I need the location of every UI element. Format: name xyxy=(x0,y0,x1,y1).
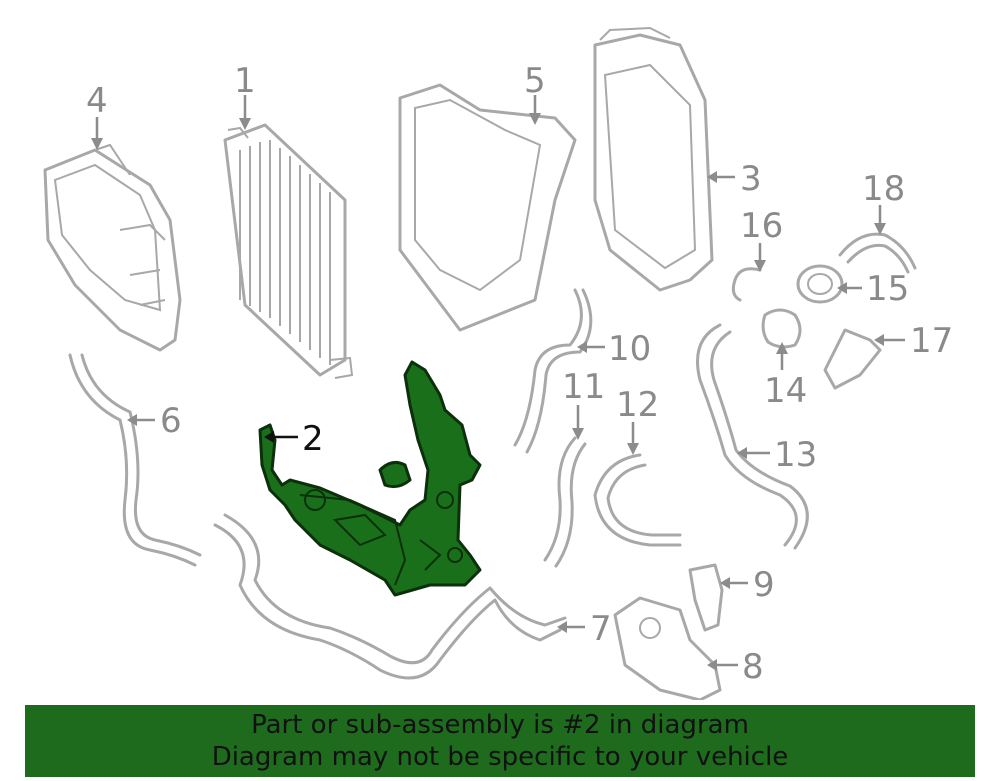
part-2-bracket-highlighted xyxy=(258,360,482,597)
part-16-clip xyxy=(731,267,762,302)
callout-8: 8 xyxy=(742,647,764,687)
banner-line-2: Diagram may not be specific to your vehi… xyxy=(211,742,789,772)
part-5-shroud xyxy=(398,83,577,332)
part-10-hose xyxy=(513,288,593,454)
info-banner: Part or sub-assembly is #2 in diagram Di… xyxy=(25,705,975,777)
part-8-valve xyxy=(613,596,722,700)
part-7-hose-assembly xyxy=(213,513,567,680)
part-9-bracket xyxy=(688,563,724,632)
callout-3: 3 xyxy=(740,159,762,199)
callout-2: 2 xyxy=(302,419,324,459)
callout-7: 7 xyxy=(590,609,612,649)
callout-leaders xyxy=(91,95,905,671)
callout-16: 16 xyxy=(740,206,783,246)
part-1-radiator xyxy=(223,123,354,379)
part-3-condenser xyxy=(593,26,714,292)
callout-10: 10 xyxy=(608,329,651,369)
callout-15: 15 xyxy=(866,269,909,309)
part-14-pump xyxy=(761,308,802,349)
callout-6: 6 xyxy=(160,401,182,441)
callout-1: 1 xyxy=(234,61,256,101)
part-13-hose xyxy=(696,323,809,550)
part-4-air-duct xyxy=(43,143,182,352)
callout-4: 4 xyxy=(86,81,108,121)
callout-18: 18 xyxy=(862,169,905,209)
part-18-hose xyxy=(838,232,917,274)
callout-9: 9 xyxy=(753,565,775,605)
callout-13: 13 xyxy=(774,435,817,475)
callout-5: 5 xyxy=(524,61,546,101)
callout-11: 11 xyxy=(562,367,605,407)
parts-diagram: 1 2 3 4 5 6 7 8 9 10 11 12 13 14 15 16 1… xyxy=(43,26,953,700)
part-12-hose xyxy=(593,453,682,547)
callout-17: 17 xyxy=(910,321,953,361)
part-15-ring xyxy=(796,264,844,304)
part-6-hose xyxy=(68,353,202,567)
callout-14: 14 xyxy=(764,371,807,411)
callout-numbers: 1 2 3 4 5 6 7 8 9 10 11 12 13 14 15 16 1… xyxy=(86,61,953,687)
callout-12: 12 xyxy=(616,385,659,425)
banner-line-1: Part or sub-assembly is #2 in diagram xyxy=(251,710,749,740)
part-11-hose xyxy=(543,436,587,568)
part-17-bracket xyxy=(823,328,882,390)
